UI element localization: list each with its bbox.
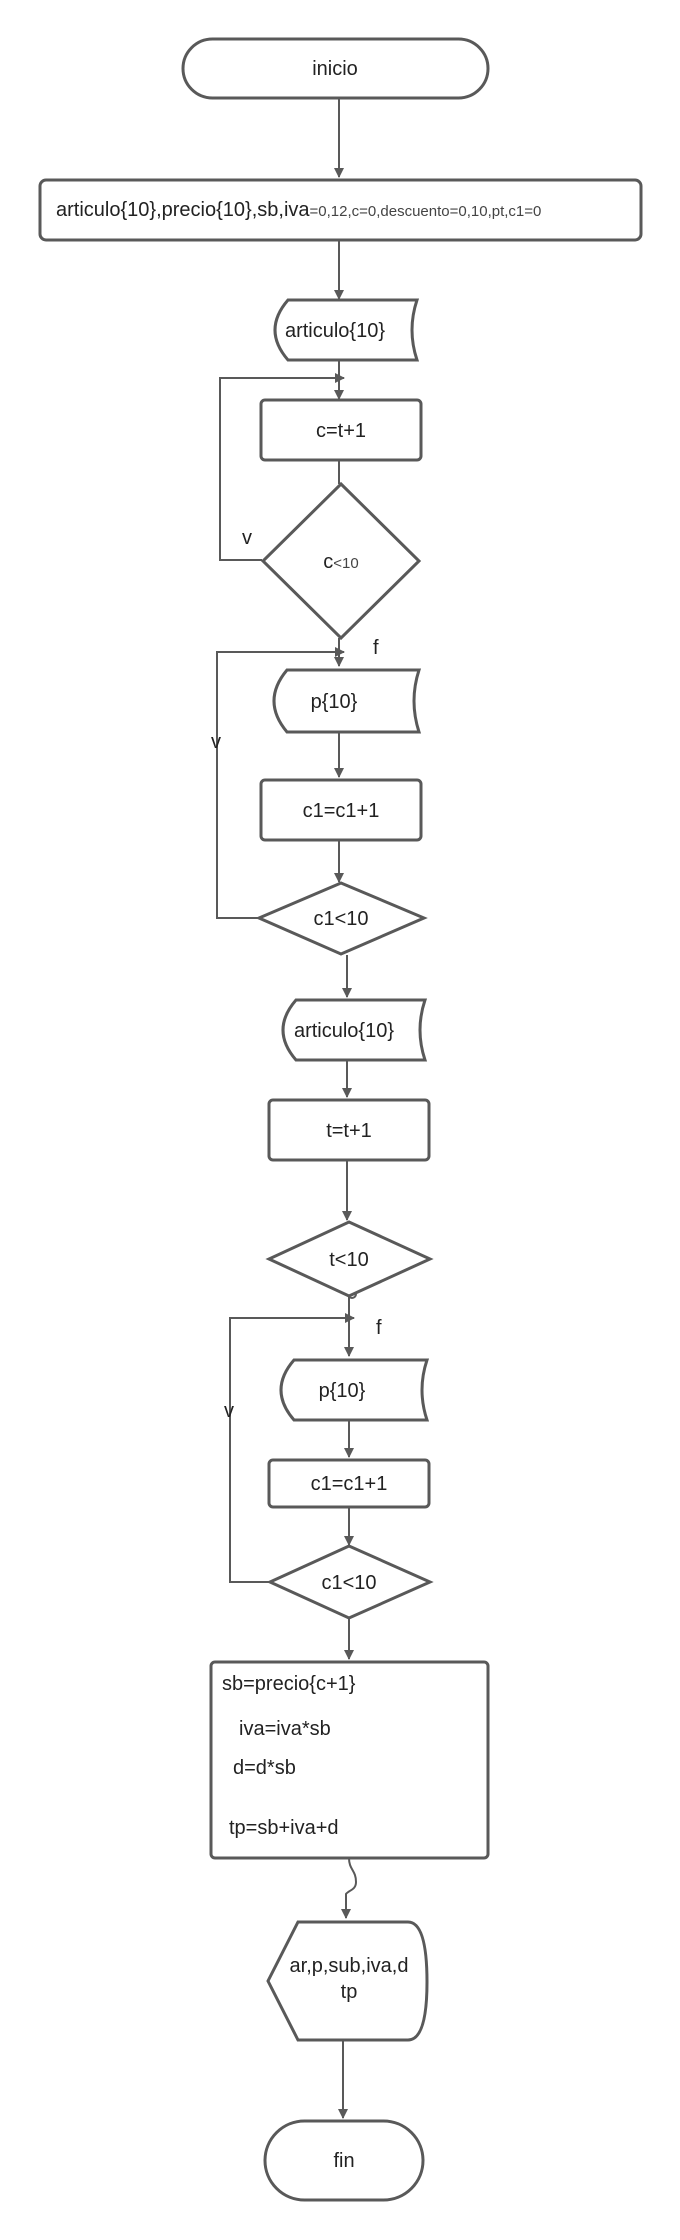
process-line-3: d=d*sb <box>233 1757 296 1779</box>
node-process: sb=precio{c+1} iva=iva*sb d=d*sb tp=sb+i… <box>209 1660 490 1860</box>
process-line-1: sb=precio{c+1} <box>222 1673 356 1695</box>
node-read-p-1: p{10} <box>272 668 422 734</box>
read-p-1-text: p{10} <box>311 691 358 713</box>
node-read-articulo-1: articulo{10} <box>273 298 420 362</box>
process-line-2: iva=iva*sb <box>239 1718 331 1740</box>
assign-t-text: t=t+1 <box>326 1120 372 1142</box>
node-start: inicio <box>181 37 490 100</box>
edge-loop1-back <box>219 373 345 561</box>
assign-c-text: c=t+1 <box>316 420 366 442</box>
node-assign-t: t=t+1 <box>267 1098 431 1162</box>
end-text: fin <box>333 2150 354 2172</box>
label-loop3-false: f <box>376 1317 382 1339</box>
process-line-4: tp=sb+iva+d <box>229 1817 339 1839</box>
node-assign-c1-1: c1=c1+1 <box>259 778 423 842</box>
read-p-2-text: p{10} <box>319 1380 366 1402</box>
edge-loop3-back <box>229 1313 355 1583</box>
cond-c-rest: <10 <box>333 555 358 572</box>
assign-c1-2-text: c1=c1+1 <box>311 1473 388 1495</box>
output-line-1: ar,p,sub,iva,d <box>290 1955 409 1977</box>
node-cond-c1-2: c1<10 <box>266 1544 434 1620</box>
assign-c1-1-text: c1=c1+1 <box>303 800 380 822</box>
declarations-text: articulo{10},precio{10},sb,iva=0,12,c=0,… <box>56 199 541 221</box>
node-declarations: articulo{10},precio{10},sb,iva=0,12,c=0,… <box>38 178 643 242</box>
edge-process-output <box>341 1857 358 1919</box>
node-read-p-2: p{10} <box>279 1358 430 1422</box>
output-line-2: tp <box>341 1981 358 2003</box>
node-assign-c: c=t+1 <box>259 398 423 462</box>
node-read-articulo-2: articulo{10} <box>281 998 428 1062</box>
node-end: fin <box>263 2119 425 2202</box>
start-text: inicio <box>312 58 358 80</box>
declarations-rest: =0,12,c=0,descuento=0,10,pt,c1=0 <box>310 203 542 220</box>
node-cond-c1-1: c1<10 <box>255 881 428 956</box>
node-cond-t: t<10 <box>265 1220 434 1298</box>
label-loop2-true: v <box>211 731 221 753</box>
edge-loop2-back <box>216 647 345 919</box>
node-cond-c: c<10 <box>260 481 422 641</box>
node-output: ar,p,sub,iva,d tp <box>266 1920 429 2042</box>
read-articulo-2-text: articulo{10} <box>294 1020 394 1042</box>
label-loop1-false: f <box>373 637 379 659</box>
label-loop1-true: v <box>242 527 252 549</box>
cond-c-var: c <box>323 551 333 573</box>
cond-c-text: c<10 <box>323 551 358 573</box>
cond-t-text: t<10 <box>329 1249 368 1271</box>
declarations-main: articulo{10},precio{10},sb,iva <box>56 199 310 221</box>
label-loop3-true: v <box>224 1400 234 1422</box>
cond-c1-1-text: c1<10 <box>313 908 368 930</box>
node-assign-c1-2: c1=c1+1 <box>267 1458 431 1509</box>
read-articulo-1-text: articulo{10} <box>285 320 385 342</box>
cond-c1-2-text: c1<10 <box>321 1572 376 1594</box>
